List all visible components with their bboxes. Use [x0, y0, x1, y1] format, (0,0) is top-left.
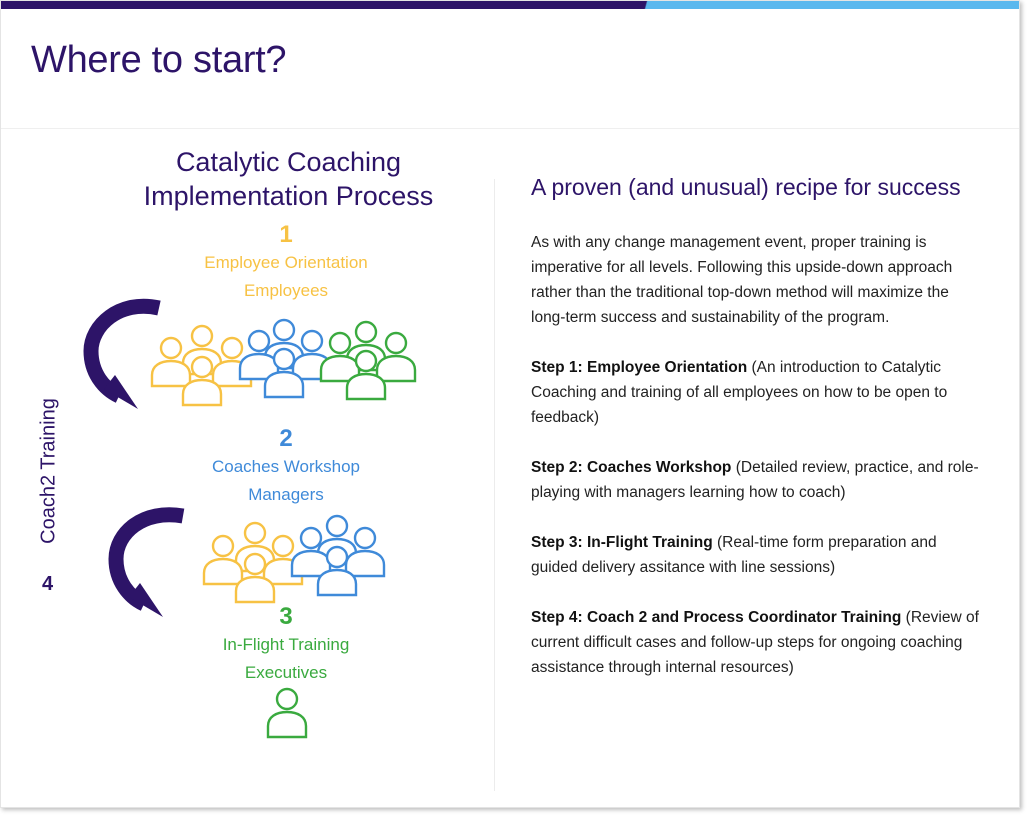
- step-3-text: (Real-time form preparation and guided d…: [531, 534, 937, 576]
- stage-1-audience: Employees: [243, 281, 329, 300]
- recipe-heading: A proven (and unusual) recipe for succes…: [531, 174, 961, 200]
- coach2-training-number: 4: [42, 573, 54, 595]
- step-3: Step 3: In-Flight Training (Real-time fo…: [531, 530, 981, 580]
- step-1: Step 1: Employee Orientation (An introdu…: [531, 355, 981, 430]
- step-1-text: (An introduction to Catalytic Coaching a…: [531, 359, 948, 426]
- stage-1: 1 Employee Orientation Employees: [171, 221, 401, 305]
- step-4: Step 4: Coach 2 and Process Coordinator …: [531, 605, 981, 680]
- employees-group-icon: [150, 324, 253, 407]
- process-graphic: [83, 298, 417, 739]
- step-2-label: Step 2: Coaches Workshop: [531, 459, 732, 476]
- recipe-intro: As with any change management event, pro…: [531, 234, 953, 326]
- step-4-text: (Review of current difficult cases and f…: [531, 609, 979, 676]
- managers-group-icon: [238, 318, 333, 399]
- step-3-label: Step 3: In-Flight Training: [531, 534, 713, 551]
- employees-group-icon-lower: [202, 521, 304, 604]
- step-2: Step 2: Coaches Workshop (Detailed revie…: [531, 455, 981, 505]
- top-accent-bar: [1, 1, 1019, 9]
- process-title-line1: Catalytic Coaching: [175, 147, 402, 177]
- stage-2-name: Coaches Workshop: [211, 457, 361, 476]
- column-divider: [494, 179, 495, 791]
- managers-group-icon-lower: [290, 514, 386, 597]
- process-title: Catalytic Coaching Implementation Proces…: [121, 145, 456, 213]
- stage-2: 2 Coaches Workshop Managers: [171, 425, 401, 509]
- stage-2-number: 2: [279, 425, 293, 452]
- title-divider: [1, 128, 1019, 129]
- recipe-body: As with any change management event, pro…: [531, 230, 981, 705]
- curved-arrow-icon-lower: [108, 507, 185, 617]
- step-2-text: (Detailed review, practice, and role-pla…: [531, 459, 979, 501]
- stage-3-name: In-Flight Training: [222, 635, 350, 654]
- executive-person-icon: [266, 687, 308, 739]
- stage-3: 3 In-Flight Training Executives: [171, 603, 401, 687]
- executives-group-icon: [319, 320, 417, 401]
- curved-arrow-icon-upper: [83, 298, 161, 409]
- stage-2-audience: Managers: [248, 485, 324, 504]
- stage-3-number: 3: [279, 603, 293, 630]
- step-4-label: Step 4: Coach 2 and Process Coordinator …: [531, 609, 902, 626]
- step-1-label: Step 1: Employee Orientation: [531, 359, 748, 376]
- stage-1-name: Employee Orientation: [204, 253, 368, 272]
- stage-3-audience: Executives: [244, 663, 328, 682]
- page-title: Where to start?: [31, 39, 287, 81]
- stage-1-number: 1: [279, 221, 293, 248]
- process-title-line2: Implementation Process: [143, 181, 434, 211]
